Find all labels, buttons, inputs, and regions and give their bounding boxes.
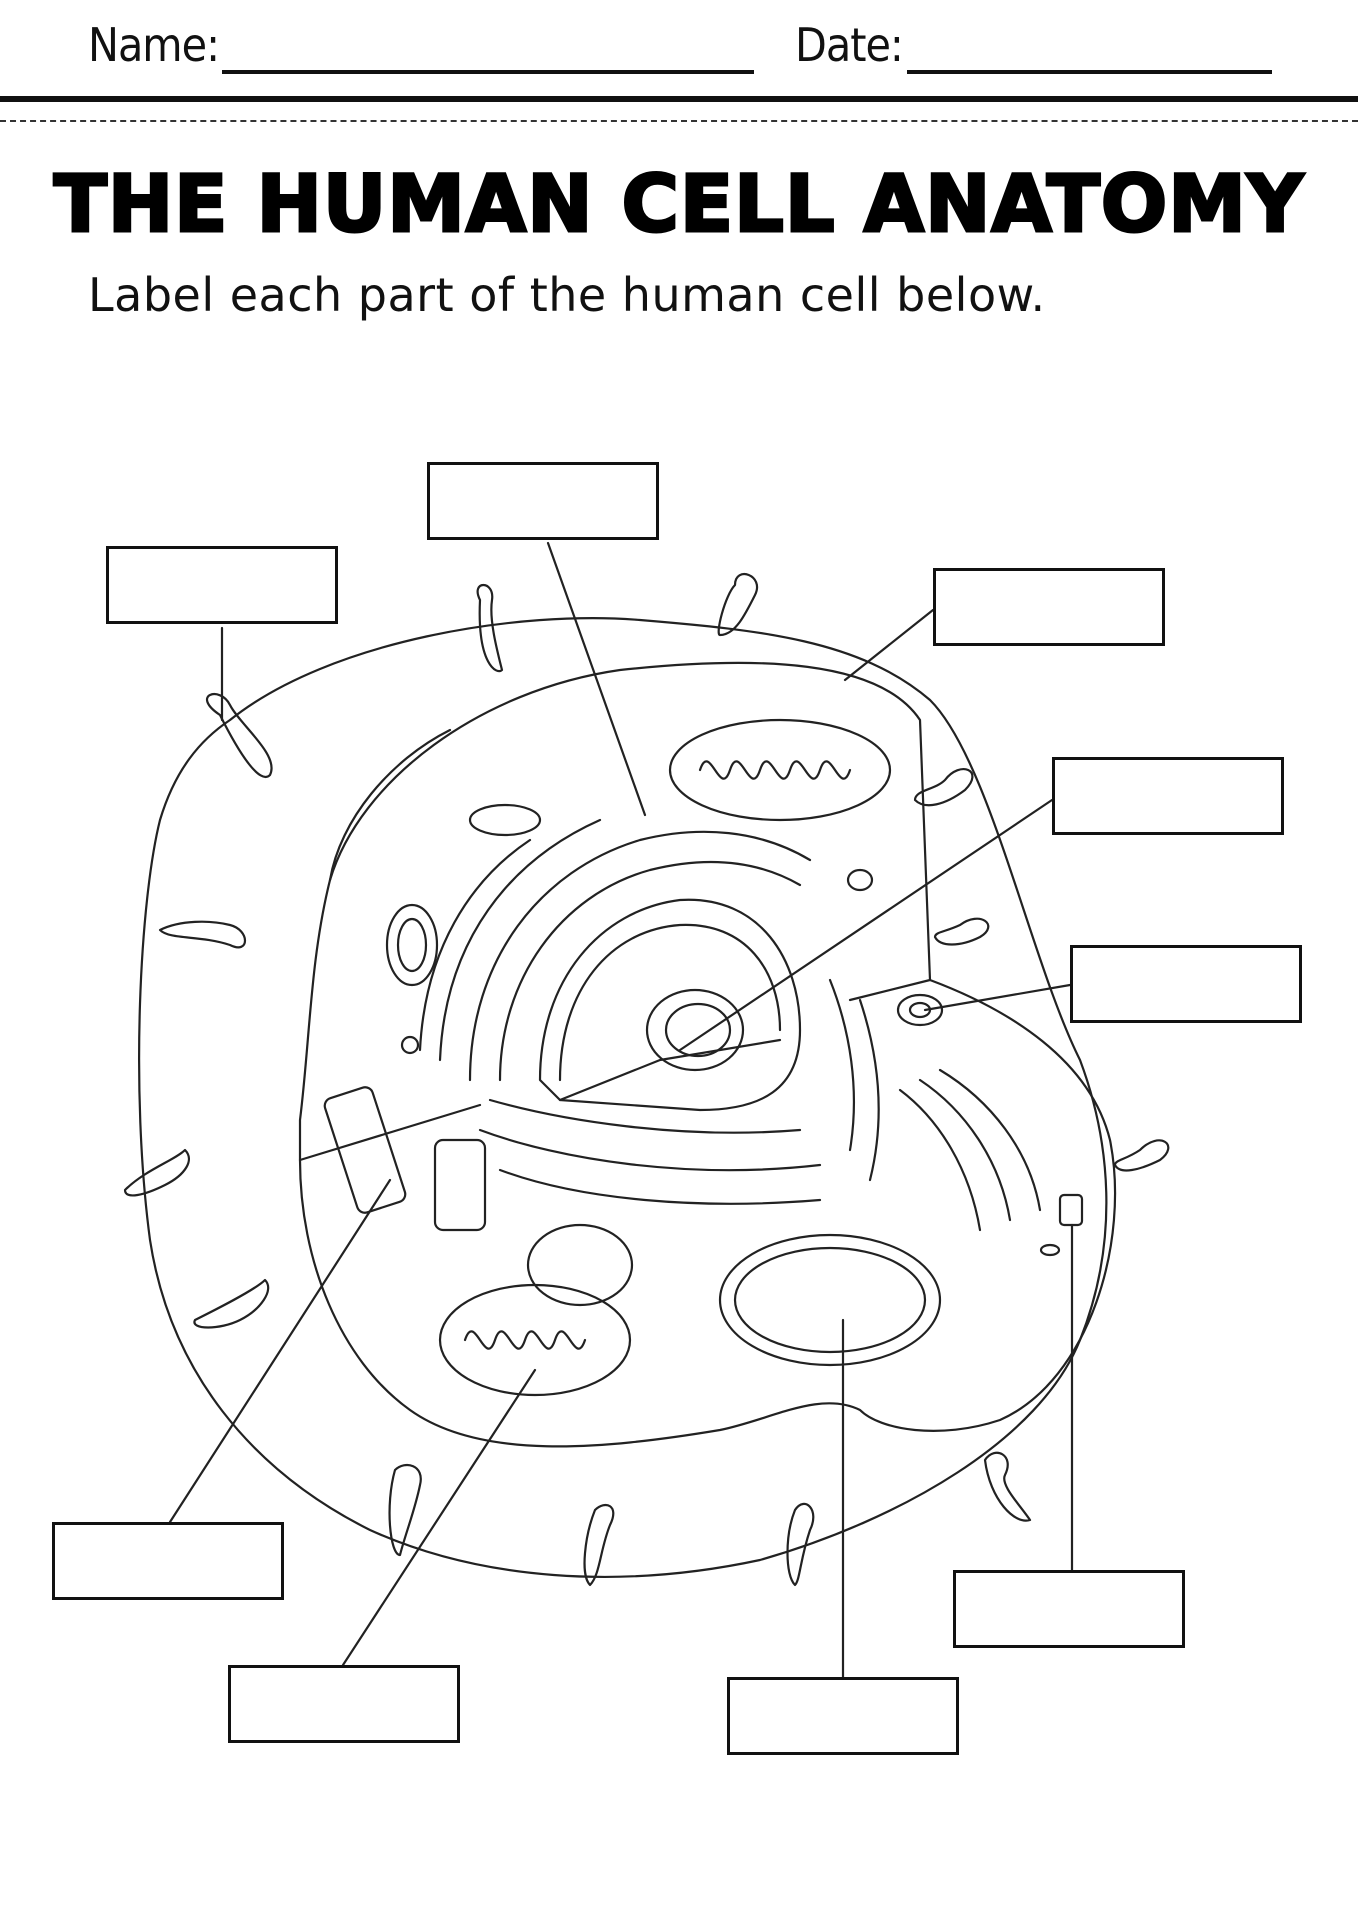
centriole-right (433, 1138, 487, 1232)
label-box-nucleolus[interactable] (1052, 757, 1284, 835)
worksheet-title: THE HUMAN CELL ANATOMY (52, 159, 1305, 252)
cell-membrane-outline (137, 617, 1108, 1578)
label-box-mitochondrion[interactable] (228, 1665, 460, 1743)
header-row: Name: Date: (0, 0, 1358, 100)
cytoplasm-boundary (298, 661, 1117, 1448)
nucleus-envelope (538, 898, 802, 1112)
worksheet-instruction: Label each part of the human cell below. (88, 268, 1046, 322)
label-box-rough-er[interactable] (427, 462, 659, 540)
label-box-vesicle[interactable] (1070, 945, 1302, 1023)
label-box-centriole[interactable] (52, 1522, 284, 1600)
cut-line (0, 120, 1358, 122)
membrane-thickness (328, 728, 452, 882)
date-field[interactable] (907, 70, 1272, 74)
nucleolus (645, 988, 745, 1072)
label-box-cytoplasm[interactable] (933, 568, 1165, 646)
label-box-golgi[interactable] (953, 1570, 1185, 1648)
name-field[interactable] (222, 70, 754, 74)
date-label: Date: (795, 18, 904, 72)
header-divider (0, 96, 1358, 102)
label-box-cell-membrane[interactable] (106, 546, 338, 624)
centriole-left (323, 1086, 407, 1214)
vacuole (718, 1233, 942, 1367)
name-label: Name: (88, 18, 220, 72)
lysosome (526, 1223, 634, 1307)
mitochondrion-upper (668, 718, 892, 822)
centriole-small (1058, 1193, 1084, 1227)
label-box-vacuole[interactable] (727, 1677, 959, 1755)
